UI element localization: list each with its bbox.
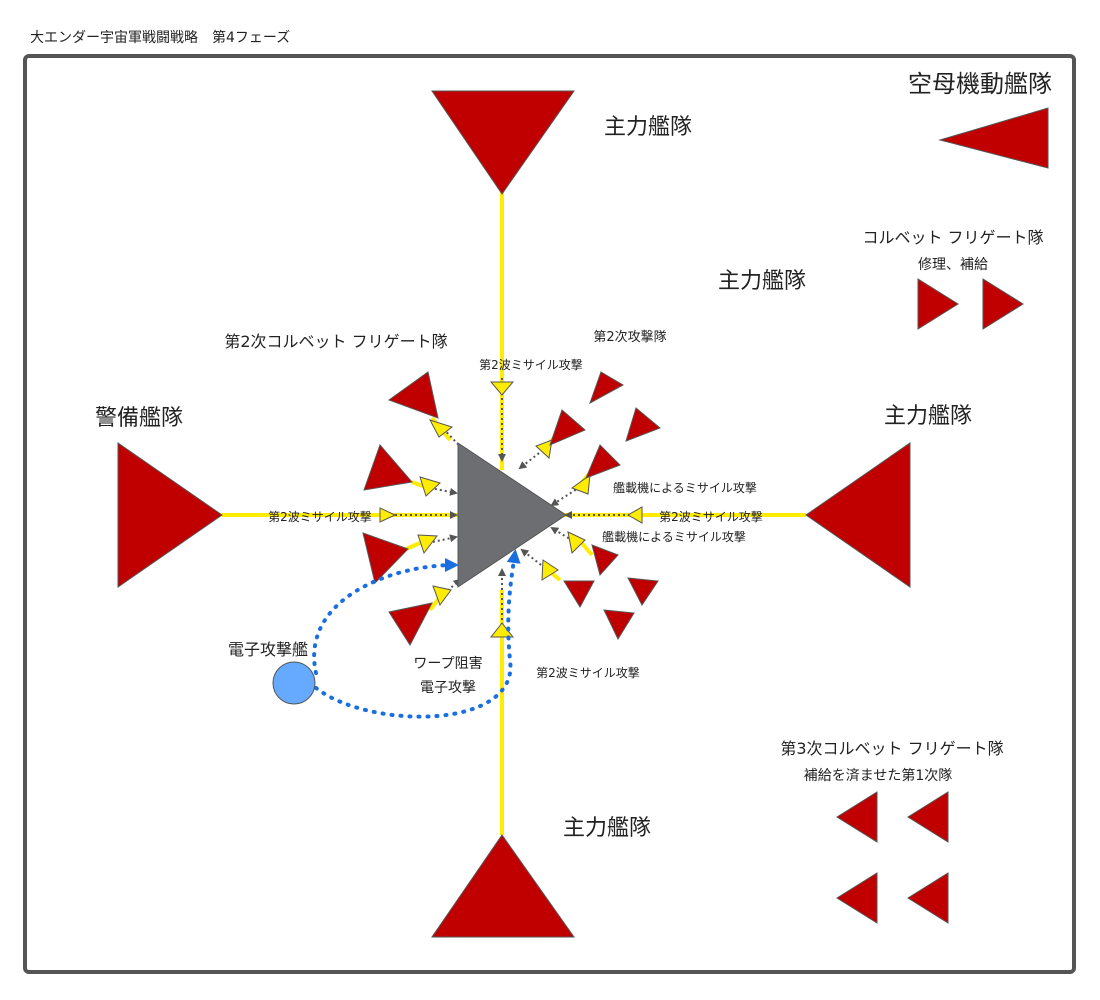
missile-marker bbox=[626, 506, 643, 524]
attacker bbox=[563, 580, 595, 609]
large-fleets bbox=[117, 90, 1049, 938]
missile-marker bbox=[541, 559, 559, 581]
corvette bbox=[362, 532, 409, 585]
document-title: 大エンダー宇宙軍戦闘戦略 第4フェーズ bbox=[30, 29, 290, 46]
main-fleet-bottom-label: 主力艦隊 bbox=[563, 816, 651, 841]
second-wave-bottom-label: 第2波ミサイル攻撃 bbox=[536, 665, 640, 680]
third-corvette-ship bbox=[836, 791, 878, 843]
missile-marker bbox=[417, 534, 438, 555]
main-fleet-upper-right-label: 主力艦隊 bbox=[718, 269, 806, 294]
attacker bbox=[625, 407, 661, 442]
corvette bbox=[387, 371, 439, 419]
small-attack-ships bbox=[362, 371, 661, 646]
carrier-fleet-label: 空母機動艦隊 bbox=[908, 70, 1052, 98]
third-corvette-ship bbox=[907, 872, 949, 924]
corvette bbox=[388, 602, 433, 646]
guard-fleet-label: 警備艦隊 bbox=[95, 406, 183, 431]
corvette-ship bbox=[917, 278, 959, 330]
second-attack-label: 第2次攻撃隊 bbox=[593, 329, 666, 345]
third-corvette-ship bbox=[836, 872, 878, 924]
main-fleet-top-label: 主力艦隊 bbox=[604, 115, 692, 140]
corvette bbox=[363, 444, 413, 491]
missile-marker bbox=[489, 381, 515, 396]
third-corvette-ship bbox=[907, 791, 949, 843]
second-wave-right-label: 第2波ミサイル攻撃 bbox=[659, 509, 763, 524]
main-fleet-right bbox=[805, 442, 911, 588]
missile-marker bbox=[379, 507, 397, 523]
second-wave-left-label: 第2波ミサイル攻撃 bbox=[268, 509, 372, 524]
corvette-group-title: コルベット フリゲート隊 bbox=[862, 228, 1043, 247]
third-corvette-title: 第3次コルベット フリゲート隊 bbox=[780, 739, 1003, 758]
corvette-frigate-group bbox=[917, 278, 1024, 330]
attacker bbox=[591, 544, 619, 577]
missile-marker bbox=[567, 531, 586, 555]
battlefield-frame bbox=[23, 54, 1076, 974]
dotted-attack-arrows bbox=[395, 378, 630, 625]
attacker bbox=[549, 409, 586, 446]
warp-jam-label: ワープ阻害 bbox=[413, 656, 482, 672]
missile-marker bbox=[419, 476, 441, 497]
attacker bbox=[585, 444, 621, 479]
ewar-attack-label: 電子攻撃 bbox=[420, 680, 476, 696]
ewar-paths bbox=[312, 549, 521, 719]
carrier-missile-label-1: 艦載機によるミサイル攻撃 bbox=[613, 480, 757, 495]
guard-fleet bbox=[117, 442, 223, 588]
third-corvette-subtitle: 補給を済ませた第1次隊 bbox=[804, 767, 953, 784]
main-fleet-bottom bbox=[431, 834, 575, 938]
corvette-group-subtitle: 修理、補給 bbox=[918, 257, 988, 273]
missile-markers bbox=[379, 381, 643, 638]
attacker bbox=[627, 577, 659, 606]
second-corvette-label: 第2次コルベット フリゲート隊 bbox=[224, 332, 447, 351]
main-fleet-right-label: 主力艦隊 bbox=[884, 404, 972, 429]
carrier-fleet-ship bbox=[938, 107, 1049, 169]
main-fleet-top bbox=[431, 90, 575, 195]
missile-marker bbox=[535, 439, 553, 459]
attacker bbox=[603, 609, 635, 641]
missile-marker bbox=[432, 585, 452, 607]
second-wave-top-label: 第2波ミサイル攻撃 bbox=[479, 357, 583, 372]
corvette-ship bbox=[982, 278, 1024, 330]
ewar-ship bbox=[272, 661, 316, 705]
missile-marker bbox=[428, 419, 454, 438]
ewar-ship-label: 電子攻撃艦 bbox=[228, 640, 308, 659]
attacker bbox=[589, 371, 625, 405]
carrier-missile-label-2: 艦載機によるミサイル攻撃 bbox=[602, 529, 746, 544]
third-corvette-group bbox=[836, 791, 949, 924]
missile-marker bbox=[570, 473, 591, 495]
